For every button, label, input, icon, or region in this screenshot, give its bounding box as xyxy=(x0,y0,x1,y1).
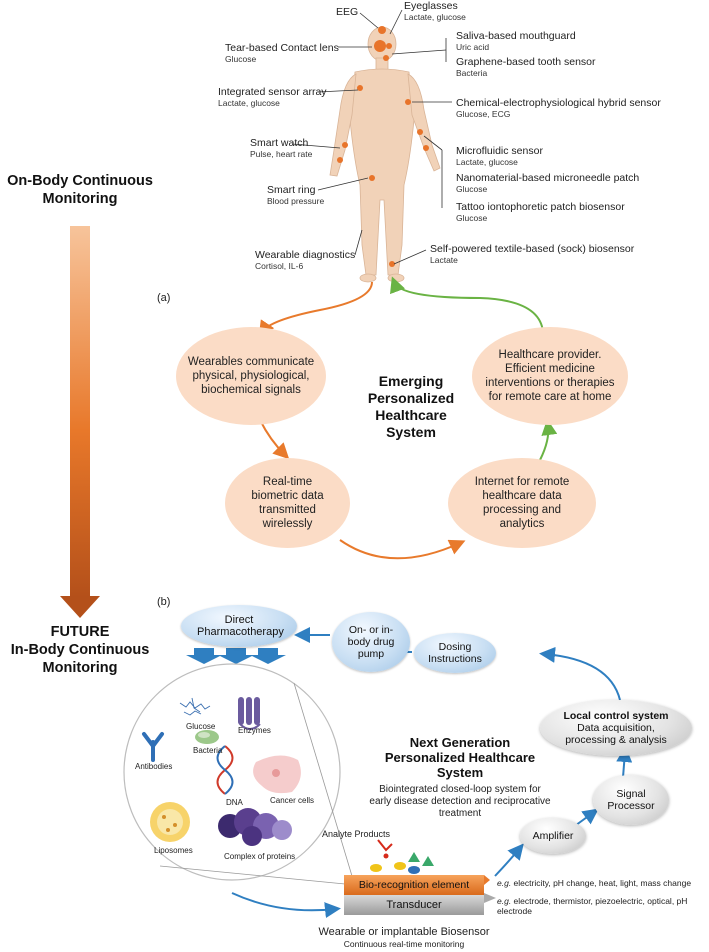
transducer-label: Transducer xyxy=(386,899,442,911)
emerging-system-title: Emerging Personalized Healthcare System xyxy=(367,373,455,440)
cancer-cells-label: Cancer cells xyxy=(270,796,315,805)
drug-pump-text: On- or in-body drug pump xyxy=(347,624,395,660)
analyte-products-label: Analyte Products xyxy=(322,829,391,839)
direct-pharmacotherapy-node: Direct Pharmacotherapy xyxy=(181,605,297,647)
liposomes-label: Liposomes xyxy=(154,846,193,855)
on-body-title-line1: On-Body Continuous xyxy=(7,173,153,189)
bio-recognition-label: Bio-recognition element xyxy=(358,879,470,891)
in-body-title-line1: In-Body Continuous xyxy=(10,642,150,658)
dna-icon xyxy=(216,745,234,795)
dosing-instructions-node: Dosing Instructions xyxy=(414,633,496,673)
amplifier-node: Amplifier xyxy=(520,818,586,854)
amplifier-text: Amplifier xyxy=(532,830,574,842)
biosensor-stack xyxy=(344,875,496,915)
cancer-cells-icon xyxy=(253,755,301,794)
analyte-products-icon xyxy=(370,839,434,874)
biosensor-caption: Wearable or implantable Biosensor Contin… xyxy=(294,926,514,950)
realtime-data-text: Real-time biometric data transmitted wir… xyxy=(251,476,324,530)
local-control-system-node: Local control system Data acquisition, p… xyxy=(540,700,692,756)
bio-element-examples: e.g. electricity, pH change, heat, light… xyxy=(497,878,691,888)
sock-biosensor-label: Self-powered textile-based (sock) biosen… xyxy=(430,243,635,265)
local-control-subtitle: Data acquisition, processing & analysis xyxy=(565,722,667,746)
eeg-label: EEG xyxy=(336,6,359,18)
in-body-title-line2: Monitoring xyxy=(42,660,118,676)
transducer-examples: e.g. electrode, thermistor, piezoelectri… xyxy=(497,896,703,916)
antibodies-label: Antibodies xyxy=(135,762,173,771)
eg1-prefix: e.g. xyxy=(497,878,512,888)
on-body-title-line2: Monitoring xyxy=(42,191,118,207)
antibodies-icon xyxy=(142,732,164,762)
eg2-prefix: e.g. xyxy=(497,896,512,906)
hybrid-sensor-label: Chemical-electrophysiological hybrid sen… xyxy=(456,97,661,119)
vertical-progress-arrow xyxy=(60,226,100,618)
panel-b-label: (b) xyxy=(157,596,171,608)
complex-of-proteins-icon xyxy=(218,808,292,846)
internet-node: Internet for remote healthcare data proc… xyxy=(448,458,596,548)
dna-label: DNA xyxy=(226,798,243,807)
next-gen-description: Biointegrated closed-loop system for ear… xyxy=(369,784,551,819)
on-body-title: On-Body Continuous Monitoring xyxy=(0,172,160,208)
bacteria-label: Bacteria xyxy=(193,746,223,755)
panel-a-label: (a) xyxy=(157,292,171,304)
healthcare-provider-text: Healthcare provider. Efficient medicine … xyxy=(485,349,615,403)
future-label: FUTURE xyxy=(50,624,110,640)
drug-pump-node: On- or in-body drug pump xyxy=(332,612,410,672)
healthcare-provider-node: Healthcare provider. Efficient medicine … xyxy=(472,327,628,425)
eg2-text: electrode, thermistor, piezoelectric, op… xyxy=(497,896,688,916)
next-gen-system-title: Next Generation Personalized Healthcare … xyxy=(384,735,536,780)
realtime-data-node: Real-time biometric data transmitted wir… xyxy=(225,458,350,548)
biosensor-subtitle: Continuous real-time monitoring xyxy=(343,939,465,949)
signal-processor-node: Signal Processor xyxy=(593,775,669,825)
bacteria-icon xyxy=(195,730,219,744)
sensor-dots xyxy=(337,26,429,267)
direct-pharmacotherapy-text: Direct Pharmacotherapy xyxy=(197,614,284,638)
glucose-label: Glucose xyxy=(186,722,216,731)
enzymes-icon xyxy=(238,697,261,730)
human-body-figure xyxy=(329,26,441,283)
complex-of-proteins-label: Complex of proteins xyxy=(224,852,296,861)
eg1-text: electricity, pH change, heat, light, mas… xyxy=(511,878,692,888)
local-control-title: Local control system xyxy=(563,710,669,722)
liposomes-icon xyxy=(150,802,190,842)
enzymes-label: Enzymes xyxy=(238,726,271,735)
internet-text: Internet for remote healthcare data proc… xyxy=(474,476,570,530)
biosensor-title: Wearable or implantable Biosensor xyxy=(318,926,490,938)
in-body-title: FUTURE In-Body Continuous Monitoring xyxy=(0,623,160,677)
dosing-instructions-text: Dosing Instructions xyxy=(428,641,482,665)
callout-lines xyxy=(291,9,452,265)
wearables-node: Wearables communicate physical, physiolo… xyxy=(176,327,326,425)
signal-processor-text: Signal Processor xyxy=(607,788,655,812)
wearables-text: Wearables communicate physical, physiolo… xyxy=(187,356,315,396)
glucose-icon xyxy=(179,697,211,716)
down-arrows xyxy=(186,648,286,664)
